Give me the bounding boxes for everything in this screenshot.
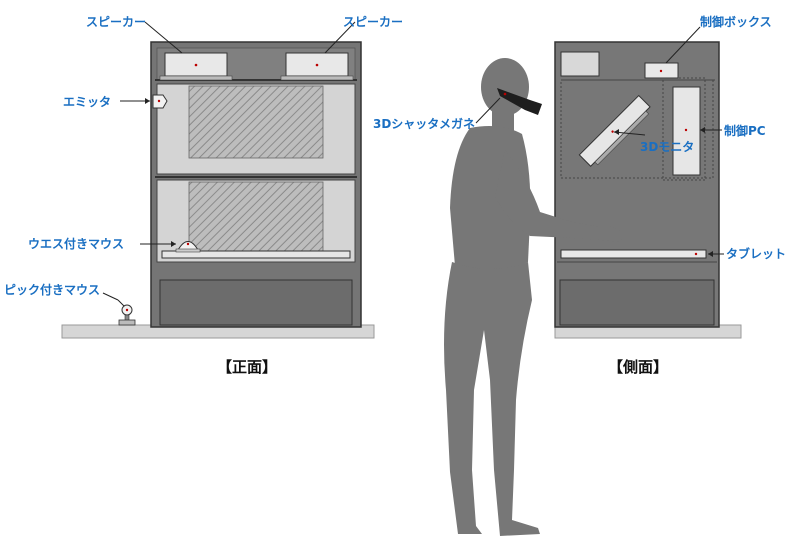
label-pick-mouse: ピック付きマウス — [4, 282, 100, 297]
label-control-box: 制御ボックス — [700, 14, 772, 29]
caption-front: 【正面】 — [217, 358, 277, 376]
label-tablet: タブレット — [726, 246, 786, 261]
front-lower-screen — [188, 181, 324, 253]
front-pick-mouse — [118, 304, 136, 326]
front-upper-screen — [188, 85, 324, 159]
side-upper-box — [560, 51, 600, 77]
label-shutter-glasses: 3Dシャッタメガネ — [373, 116, 475, 131]
side-view — [554, 41, 742, 339]
side-tablet — [560, 249, 707, 259]
label-speaker-right: スピーカー — [343, 15, 403, 29]
side-3d-monitor — [578, 94, 651, 167]
label-control-pc: 制御PC — [724, 123, 766, 138]
label-emitter: エミッタ — [63, 95, 111, 109]
person-silhouette — [444, 58, 624, 536]
label-3d-monitor: 3Dモニタ — [640, 140, 694, 154]
shutter-glasses — [497, 88, 542, 115]
side-base — [559, 279, 715, 326]
front-tablet — [161, 250, 351, 259]
front-base — [159, 279, 353, 326]
label-speaker-left: スピーカー — [86, 15, 146, 29]
front-view — [61, 41, 375, 339]
caption-side: 【側面】 — [608, 358, 668, 376]
leader-lines — [102, 21, 724, 307]
label-waist-mouse: ウエス付きマウス — [28, 236, 124, 251]
